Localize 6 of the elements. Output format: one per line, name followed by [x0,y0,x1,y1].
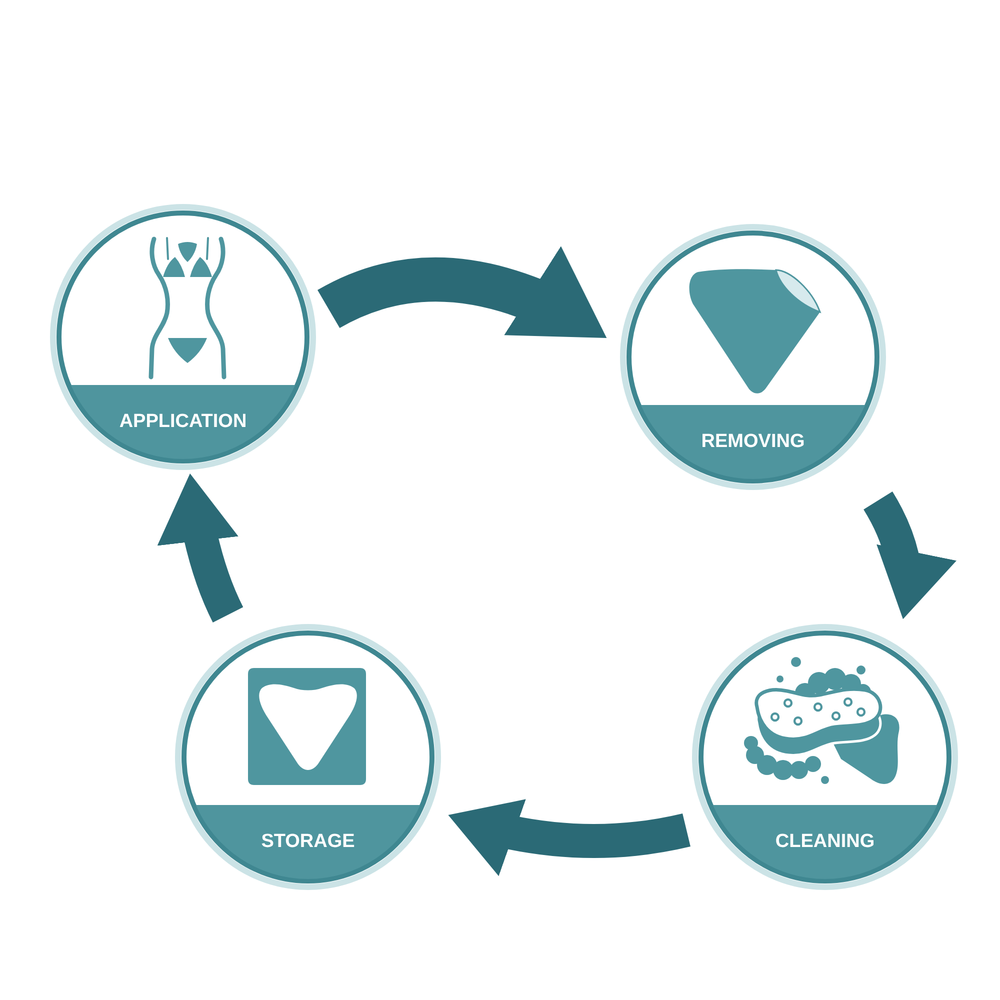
curved-arrow [158,471,244,622]
step-label: APPLICATION [119,411,247,433]
step-label: REMOVING [701,431,805,453]
step-label: CLEANING [775,831,875,853]
curved-arrow [863,492,955,622]
step-label: STORAGE [261,831,355,853]
